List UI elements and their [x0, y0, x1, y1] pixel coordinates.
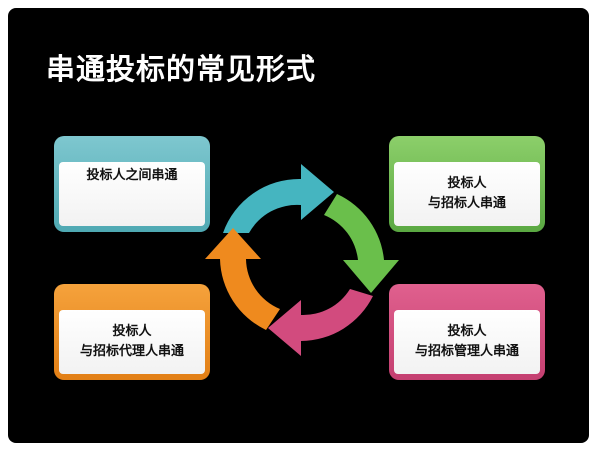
box-bidders-collusion: 投标人之间串通 — [54, 136, 210, 232]
pink-cycle-arrow — [268, 289, 373, 356]
slide: 串通投标的常见形式 投标人之间串通 投标人 与招标人串通 投标人 与招标代理人串… — [8, 8, 589, 443]
slide-title: 串通投标的常见形式 — [46, 52, 317, 86]
box-line: 投标人 — [112, 324, 152, 339]
orange-cycle-arrow — [205, 228, 280, 330]
box-line: 与招标代理人串通 — [79, 344, 184, 359]
box-bidder-manager-collusion: 投标人 与招标管理人串通 — [389, 284, 545, 380]
box-line: 投标人 — [447, 176, 487, 191]
cycle-arrows-diagram — [205, 164, 399, 356]
box-line: 与招标管理人串通 — [414, 344, 519, 359]
teal-cycle-arrow — [223, 164, 334, 233]
green-cycle-arrow — [324, 194, 399, 293]
box-line: 投标人之间串通 — [86, 168, 178, 183]
box-line: 与招标人串通 — [427, 196, 506, 211]
box-bidder-tenderer-collusion: 投标人 与招标人串通 — [389, 136, 545, 232]
box-line: 投标人 — [447, 324, 487, 339]
box-bidder-agent-collusion: 投标人 与招标代理人串通 — [54, 284, 210, 380]
